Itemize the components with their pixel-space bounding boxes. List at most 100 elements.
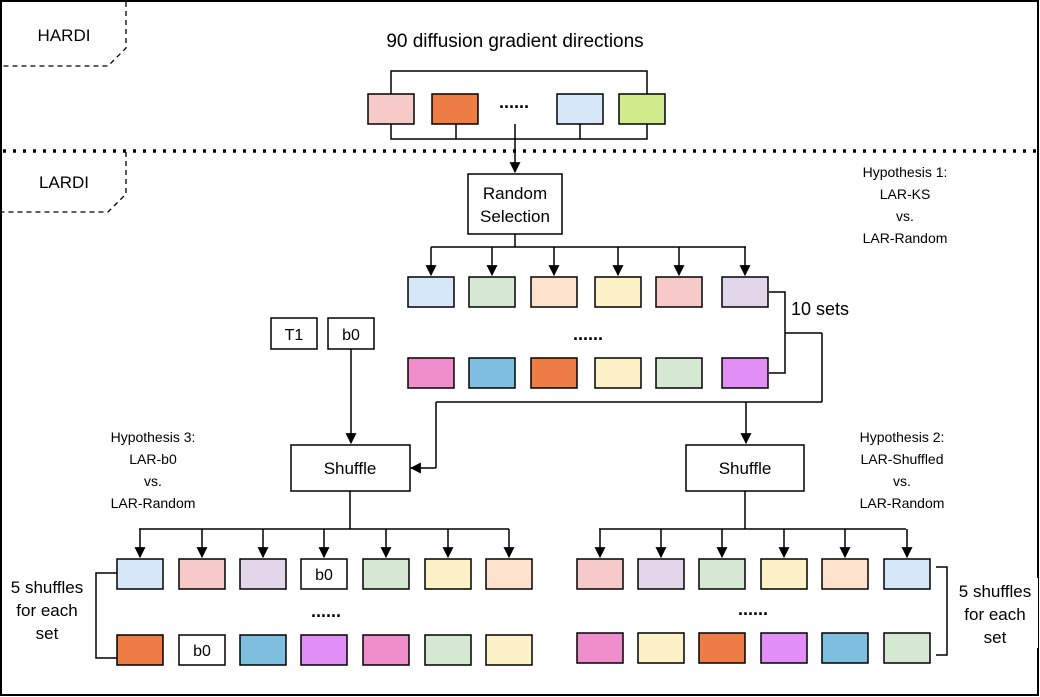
color-swatch: [468, 276, 516, 308]
top-ellipsis: ......: [499, 92, 529, 112]
color-swatch: [821, 558, 869, 590]
color-swatch: [655, 357, 703, 389]
color-swatch: [721, 276, 769, 308]
color-swatch: [300, 634, 348, 666]
set-row-2: [407, 357, 769, 389]
color-swatch: [821, 632, 869, 664]
sets-bracket: [769, 291, 786, 374]
lardi-label: LARDI: [39, 173, 89, 192]
color-swatch: [576, 632, 624, 664]
color-swatch: [760, 558, 808, 590]
color-swatch: [407, 276, 455, 308]
left-side-label-line: set: [36, 624, 59, 643]
hypothesis-1-line: LAR-Random: [863, 230, 948, 246]
left-side-label-line: 5 shuffles: [11, 578, 83, 597]
hypothesis-1-line: Hypothesis 1:: [863, 164, 948, 180]
left-shuffle-arrows: [134, 529, 515, 559]
color-swatch: [116, 558, 164, 590]
random-selection-line2: Selection: [480, 207, 550, 226]
sets-ellipsis: ......: [573, 324, 603, 344]
top-bracket: [390, 70, 648, 94]
diffusion-directions-title: 90 diffusion gradient directions: [386, 31, 643, 52]
hypothesis-3-line: vs.: [144, 473, 162, 489]
right-shuffle-ellipsis: ......: [738, 599, 768, 619]
color-swatch: [178, 558, 226, 590]
lardi-tag-outline: [2, 152, 127, 213]
right-shuffle-bracket: [936, 566, 948, 656]
right-side-label-line: for each: [964, 605, 1025, 624]
color-swatch: [655, 276, 703, 308]
hypothesis-3-line: LAR-Random: [111, 495, 196, 511]
color-swatch: [760, 632, 808, 664]
hypothesis-2-line: LAR-Random: [860, 495, 945, 511]
color-swatch: [239, 634, 287, 666]
left-shuffle-row-2: b0: [116, 634, 533, 666]
right-side-label-line: 5 shuffles: [959, 582, 1031, 601]
hypothesis-1-line: LAR-KS: [880, 186, 931, 202]
hypothesis-2-line: Hypothesis 2:: [860, 429, 945, 445]
color-swatch: [367, 93, 415, 125]
color-swatch: [594, 276, 642, 308]
color-swatch: [618, 93, 666, 125]
color-swatch: [424, 634, 472, 666]
random-selection-box: [467, 173, 563, 235]
hardi-label: HARDI: [38, 26, 91, 45]
b0-swatch-label: b0: [315, 567, 333, 584]
hypothesis-3-line: LAR-b0: [129, 451, 177, 467]
color-swatch: [883, 558, 931, 590]
color-swatch: [637, 632, 685, 664]
color-swatch: [178, 634, 226, 666]
t1-box: [270, 317, 318, 350]
right-shuffle-arrows: [594, 529, 913, 559]
top-bottom-bracket: [390, 124, 648, 140]
hypothesis-2-line: vs.: [893, 473, 911, 489]
hypothesis-1-line: vs.: [896, 208, 914, 224]
color-swatch: [698, 558, 746, 590]
color-swatch: [424, 558, 472, 590]
right-shuffle-row-2: [576, 632, 931, 664]
hypothesis-3-label: Hypothesis 3: LAR-b0 vs. LAR-Random: [111, 429, 196, 511]
color-swatch: [407, 357, 455, 389]
hypothesis-2-label: Hypothesis 2: LAR-Shuffled vs. LAR-Rando…: [860, 429, 945, 511]
left-side-label-bg: [4, 574, 90, 644]
color-swatch: [431, 93, 479, 125]
color-swatch: [468, 357, 516, 389]
color-swatch: [530, 357, 578, 389]
hypothesis-3-line: Hypothesis 3:: [111, 429, 196, 445]
color-swatch: [698, 632, 746, 664]
color-swatch: [576, 558, 624, 590]
right-side-label-bg: [952, 578, 1038, 648]
color-swatch: [239, 558, 287, 590]
color-swatch: [485, 634, 533, 666]
color-swatch: [116, 634, 164, 666]
color-swatch: [556, 93, 604, 125]
left-shuffle-box: [290, 444, 411, 492]
hypothesis-1-label: Hypothesis 1: LAR-KS vs. LAR-Random: [863, 164, 948, 246]
left-shuffle-row-1: b0: [116, 558, 533, 590]
color-swatch: [530, 276, 578, 308]
color-swatch: [721, 357, 769, 389]
set-row-1: [407, 276, 769, 308]
left-shuffle-label: Shuffle: [324, 459, 377, 478]
left-side-label-line: for each: [16, 601, 77, 620]
right-shuffle-box: [685, 444, 805, 492]
left-shuffle-ellipsis: ......: [311, 601, 341, 621]
random-selection-line1: Random: [483, 184, 547, 203]
hypothesis-2-line: LAR-Shuffled: [860, 451, 943, 467]
color-swatch: [594, 357, 642, 389]
color-swatch: [883, 632, 931, 664]
top-swatch-row: [367, 93, 666, 125]
color-swatch: [485, 558, 533, 590]
color-swatch: [362, 634, 410, 666]
hardi-tag-outline: [2, 2, 127, 67]
sets-label-bg: [790, 296, 856, 320]
b0-swatch-label: b0: [193, 643, 211, 660]
right-shuffle-label: Shuffle: [719, 459, 772, 478]
right-shuffle-row-1: [576, 558, 931, 590]
right-side-label-line: set: [984, 628, 1007, 647]
left-shuffle-bracket: [95, 572, 117, 659]
set-arrows: [425, 247, 751, 277]
